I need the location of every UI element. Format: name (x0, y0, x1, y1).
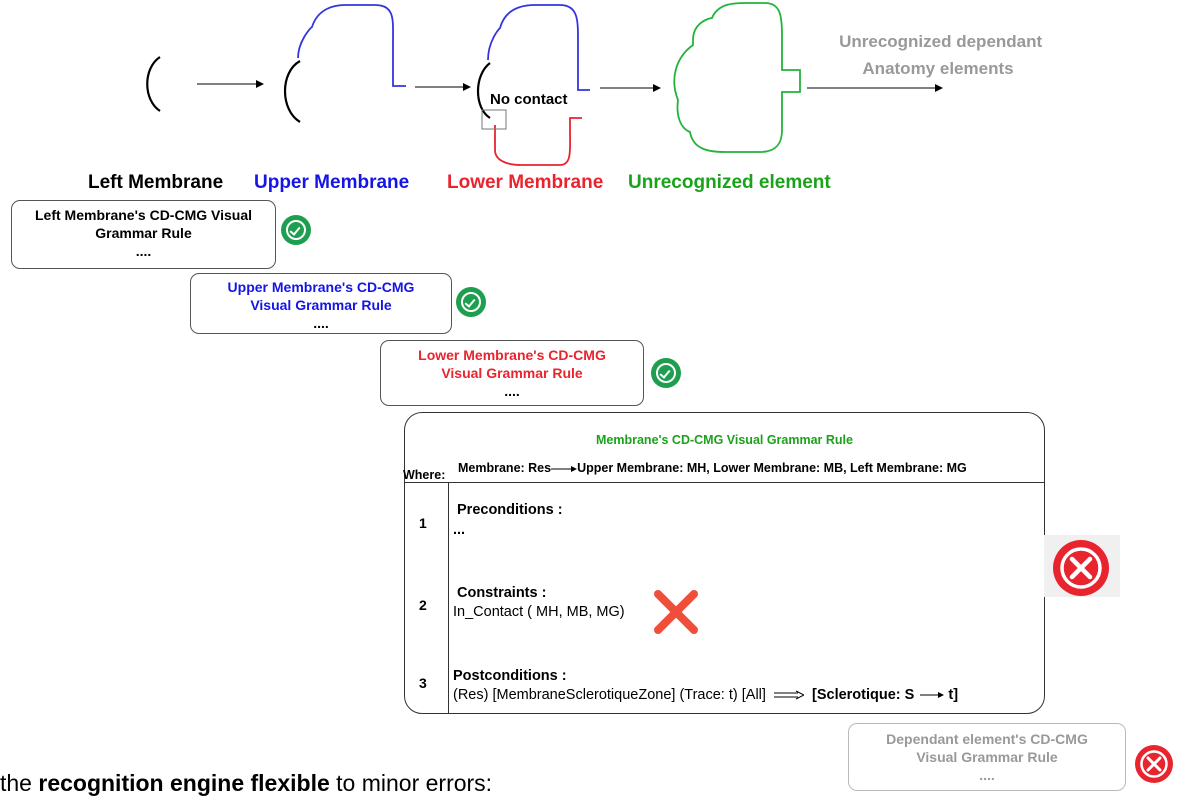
left-membrane-shape-2 (283, 60, 301, 123)
cancel-circle-icon (1053, 540, 1109, 596)
rule-dots: .... (504, 383, 520, 399)
rule-title-line2: Grammar Rule (95, 225, 192, 241)
lower-membrane-rule-box: Lower Membrane's CD-CMG Visual Grammar R… (380, 340, 644, 406)
rule-title-line1: Upper Membrane's CD-CMG (227, 279, 415, 295)
postconditions-heading: Postconditions : (453, 668, 567, 684)
rule-dots: .... (313, 315, 329, 331)
cancel-circle-icon (1135, 745, 1173, 783)
caption-suffix: to minor errors: (329, 770, 493, 796)
left-membrane-shape-3 (477, 62, 491, 119)
postconditions-body: (Res) [MembraneSclerotiqueZone] (Trace: … (453, 687, 958, 703)
caption-bold: recognition engine flexible (38, 770, 330, 796)
left-membrane-rule-box: Left Membrane's CD-CMG Visual Grammar Ru… (11, 200, 276, 269)
legend-left-membrane: Left Membrane (88, 172, 224, 193)
postconditions-part-b: [Sclerotique: S (812, 687, 915, 703)
postconditions-part-a: (Res) [MembraneSclerotiqueZone] (Trace: … (453, 687, 766, 703)
membrane-rule-title: Membrane's CD-CMG Visual Grammar Rule (596, 433, 853, 447)
arrow-right-icon (551, 465, 578, 472)
upper-membrane-shape-3 (487, 4, 590, 91)
check-icon (651, 358, 681, 388)
header-divider (405, 482, 1044, 483)
rule-dots: .... (979, 767, 995, 783)
upper-membrane-shape (297, 4, 406, 87)
unrecognized-element-shape (673, 2, 801, 153)
constraints-body: In_Contact ( MH, MB, MG) (453, 604, 625, 620)
dependant-element-rule-box: Dependant element's CD-CMG Visual Gramma… (848, 723, 1126, 791)
membrane-rule-box: Membrane's CD-CMG Visual Grammar Rule Wh… (403, 412, 1045, 714)
no-contact-label: No contact (490, 91, 568, 108)
row-number: 2 (419, 597, 427, 613)
legend-unrecognized-element: Unrecognized element (628, 172, 831, 193)
definition-prefix: Membrane: Res (458, 461, 552, 475)
where-label: Where: (403, 468, 446, 482)
arrow-right-icon (920, 692, 945, 699)
cross-icon (654, 590, 698, 634)
row-number: 1 (419, 515, 427, 531)
rule-title-line1: Lower Membrane's CD-CMG (418, 347, 606, 363)
rule-title-line2: Visual Grammar Rule (916, 749, 1058, 765)
preconditions-body: ... (453, 522, 466, 538)
lower-membrane-shape (494, 117, 582, 166)
bottom-caption: the recognition engine flexible to minor… (0, 770, 492, 797)
check-icon (281, 215, 311, 245)
unrecognized-label: Unrecognized dependant Anatomy elements (839, 32, 1047, 78)
definition-suffix: Upper Membrane: MH, Lower Membrane: MB, … (577, 461, 967, 475)
postconditions-part-c: t] (948, 687, 959, 703)
rule-title-line1: Left Membrane's CD-CMG Visual (35, 207, 252, 223)
upper-membrane-rule-box: Upper Membrane's CD-CMG Visual Grammar R… (190, 273, 452, 334)
left-membrane-shape (146, 56, 161, 112)
check-icon (456, 287, 486, 317)
rule-title-line2: Visual Grammar Rule (250, 297, 392, 313)
column-divider (448, 482, 449, 713)
membrane-pipeline-diagram: No contact Unrecognized dependant Anatom… (146, 2, 1047, 166)
rule-title-line1: Dependant element's CD-CMG (886, 731, 1088, 747)
row-number: 3 (419, 675, 427, 691)
caption-prefix: the (0, 770, 39, 796)
legend-upper-membrane: Upper Membrane (254, 172, 410, 193)
rule-dots: .... (135, 243, 152, 259)
preconditions-heading: Preconditions : (457, 502, 563, 518)
legend-lower-membrane: Lower Membrane (447, 172, 604, 193)
rule-title-line2: Visual Grammar Rule (441, 365, 583, 381)
implies-arrow-icon (773, 690, 806, 700)
membrane-definition: Membrane: Res Upper Membrane: MH, Lower M… (458, 461, 967, 475)
no-contact-marker (481, 109, 507, 130)
constraints-heading: Constraints : (457, 585, 547, 601)
